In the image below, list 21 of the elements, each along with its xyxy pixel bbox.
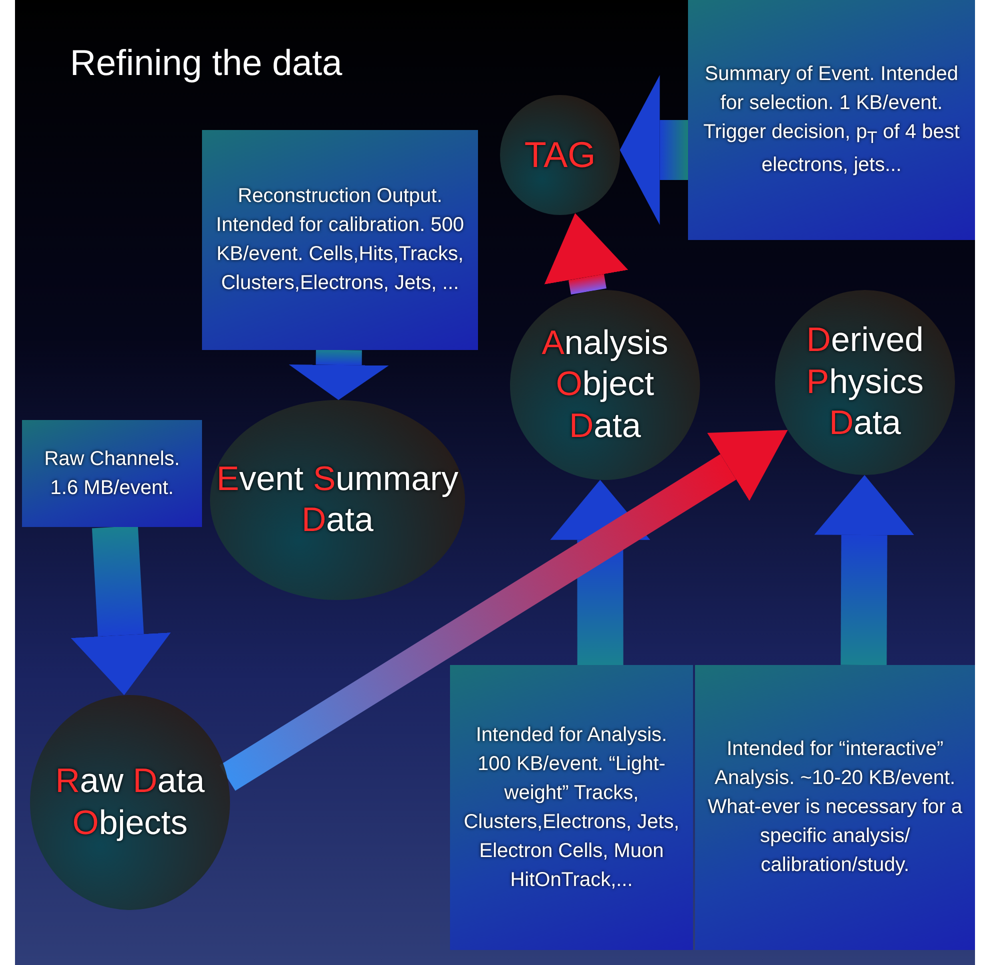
node-label: TAG xyxy=(524,133,596,177)
node-label: Derived Physics Data xyxy=(805,320,925,444)
node-label: Intended for Analysis. 100 KB/event. “Light-weight” Tracks, Clusters,Electrons, Jets, Electron Cells, Muon HitOnTrack,... xyxy=(462,722,680,892)
description-box xyxy=(688,0,975,240)
description-box xyxy=(202,130,478,350)
title: Refining the data xyxy=(70,42,342,84)
node-label: Event Summary Data xyxy=(216,458,460,541)
description-box xyxy=(450,665,693,950)
node-label: Intended for “interactive” Analysis. ~10-20 KB/event. What-ever is necessary for a specific analysis/ calibration/study. xyxy=(706,737,964,878)
block-arrow xyxy=(814,475,914,666)
block-arrow xyxy=(544,213,628,294)
description-box xyxy=(22,420,202,527)
block-arrow xyxy=(70,526,171,696)
node-label: Raw Data Objects xyxy=(54,761,206,844)
block-arrow xyxy=(620,75,688,225)
description-box xyxy=(695,665,975,950)
node-label: Summary of Event. Intended for selection. 1 KB/event. Trigger decision, p$_{T}$ of 4 best electrons, jets... xyxy=(702,62,961,178)
node-label: Reconstruction Output. Intended for calibration. 500 KB/event. Cells,Hits,Tracks, Clusters,Electrons, Jets, ... xyxy=(215,184,465,296)
block-arrow xyxy=(288,350,389,400)
node-label: Analysis Object Data xyxy=(540,322,670,447)
node-label: Raw Channels. 1.6 MB/event. xyxy=(43,446,181,500)
